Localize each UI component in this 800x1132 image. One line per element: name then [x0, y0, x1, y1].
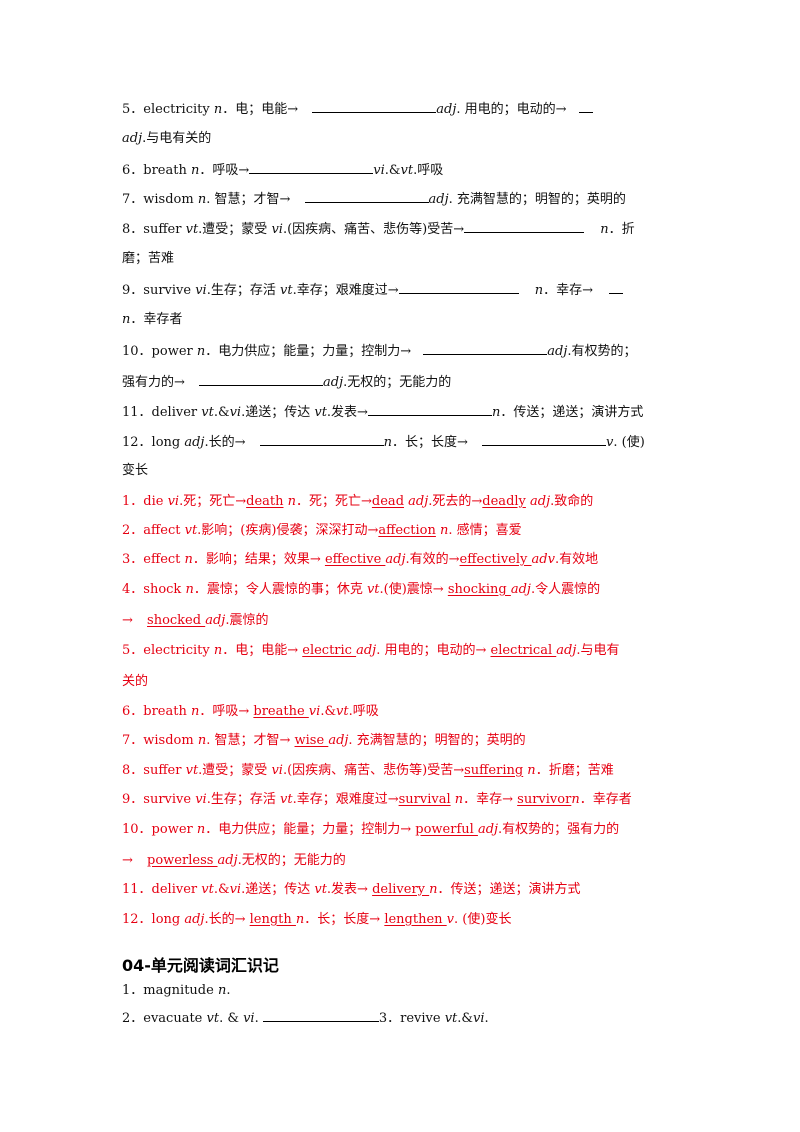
answer-line-12: 12．long adj.长的→ length n．长；长度→ lengthen … — [122, 912, 512, 927]
exercise-line-11: 11．deliver vt.&vi.递送；传达 vt.发表→n．传送；递送；演讲… — [122, 402, 682, 422]
answer-word: effective — [324, 552, 386, 567]
answer-word: dead — [371, 494, 405, 509]
answer-word: deadly — [482, 494, 526, 509]
answer-line-7: 7．wisdom n. 智慧；才智→ wise adj. 充满智慧的；明智的；英… — [122, 733, 526, 748]
fill-blank[interactable] — [423, 341, 548, 355]
fill-blank[interactable] — [609, 280, 624, 294]
fill-blank[interactable] — [398, 280, 519, 294]
exercise-line-8: 8．suffer vt.遭受；蒙受 vi.(因疾病、痛苦、悲伤等)受苦→ n．折 — [122, 219, 682, 239]
answer-word: effectively — [459, 552, 532, 567]
reading-line-1: 1．magnitude n. — [122, 983, 231, 998]
answer-line-4-cont: → shocked adj.震惊的 — [122, 613, 269, 628]
exercise-line-5: 5．electricity n．电；电能→ adj. 用电的；电动的→ — [122, 99, 682, 119]
answer-line-9: 9．survive vi.生存；存活 vt.幸存；艰难度过→survival n… — [122, 792, 632, 807]
answer-line-1: 1．die vi.死；死亡→death n．死；死亡→dead adj.死去的→… — [122, 494, 594, 509]
answer-word: shocking — [447, 582, 511, 597]
fill-blank[interactable] — [199, 372, 324, 386]
exercise-line-7: 7．wisdom n. 智慧；才智→ adj. 充满智慧的；明智的；英明的 — [122, 189, 682, 209]
exercise-line-6: 6．breath n．呼吸→vi.&vt.呼吸 — [122, 160, 682, 180]
fill-blank[interactable] — [464, 219, 585, 233]
answer-word: shocked — [147, 613, 206, 628]
answer-word: survival — [398, 792, 451, 807]
answer-word: breathe — [253, 704, 309, 719]
fill-blank[interactable] — [259, 432, 384, 446]
answer-line-6: 6．breath n．呼吸→ breathe vi.&vt.呼吸 — [122, 704, 379, 719]
fill-blank[interactable] — [262, 1008, 379, 1022]
answer-word: electrical — [490, 643, 557, 658]
exercise-line-9-cont: n．幸存者 — [122, 312, 183, 327]
answer-line-5: 5．electricity n．电；电能→ electric adj. 用电的；… — [122, 643, 620, 658]
answer-word: wise — [294, 733, 329, 748]
exercise-line-9: 9．survive vi.生存；存活 vt.幸存；艰难度过→ n．幸存→ — [122, 280, 682, 300]
fill-blank[interactable] — [304, 189, 429, 203]
answer-word: powerful — [415, 822, 478, 837]
exercise-line-12-cont: 变长 — [122, 463, 149, 478]
reading-line-2: 2．evacuate vt. & vi. 3．revive vt.&vi. — [122, 1008, 682, 1028]
answer-line-8: 8．suffer vt.遭受；蒙受 vi.(因疾病、痛苦、悲伤等)受苦→suff… — [122, 763, 614, 778]
answer-line-2: 2．affect vt.影响；(疾病)侵袭；深深打动→affection n. … — [122, 523, 522, 538]
answer-word: death — [246, 494, 284, 509]
answer-word: delivery — [372, 882, 430, 897]
answer-line-11: 11．deliver vt.&vi.递送；传达 vt.发表→ delivery … — [122, 882, 581, 897]
answer-word: lengthen — [384, 912, 447, 927]
answer-word: length — [249, 912, 296, 927]
fill-blank[interactable] — [578, 99, 593, 113]
answer-word: powerless — [147, 853, 218, 868]
exercise-line-10: 10．power n．电力供应；能量；力量；控制力→ adj.有权势的； — [122, 341, 682, 361]
section-heading: 04-单元阅读词汇识记 — [122, 956, 279, 975]
answer-line-5-cont: 关的 — [122, 674, 149, 689]
exercise-line-12: 12．long adj.长的→ n．长；长度→ v. (使) — [122, 432, 682, 452]
fill-blank[interactable] — [312, 99, 437, 113]
answer-word: affection — [378, 523, 436, 538]
answer-line-10-cont: → powerless adj.无权的；无能力的 — [122, 853, 346, 868]
answer-word: suffering — [464, 763, 524, 778]
exercise-line-5-cont: adj.与电有关的 — [122, 131, 212, 146]
answer-line-4: 4．shock n．震惊；令人震惊的事；休克 vt.(使)震惊→ shockin… — [122, 582, 601, 597]
answer-line-3: 3．effect n．影响；结果；效果→ effective adj.有效的→e… — [122, 552, 599, 567]
fill-blank[interactable] — [367, 402, 492, 416]
answer-line-10: 10．power n．电力供应；能量；力量；控制力→ powerful adj.… — [122, 822, 620, 837]
answer-word: electric — [302, 643, 357, 658]
exercise-line-8-cont: 磨；苦难 — [122, 251, 175, 266]
answer-word: survivor — [517, 792, 572, 807]
fill-blank[interactable] — [482, 432, 607, 446]
exercise-line-10-cont: 强有力的→ adj.无权的；无能力的 — [122, 372, 682, 392]
fill-blank[interactable] — [249, 160, 374, 174]
